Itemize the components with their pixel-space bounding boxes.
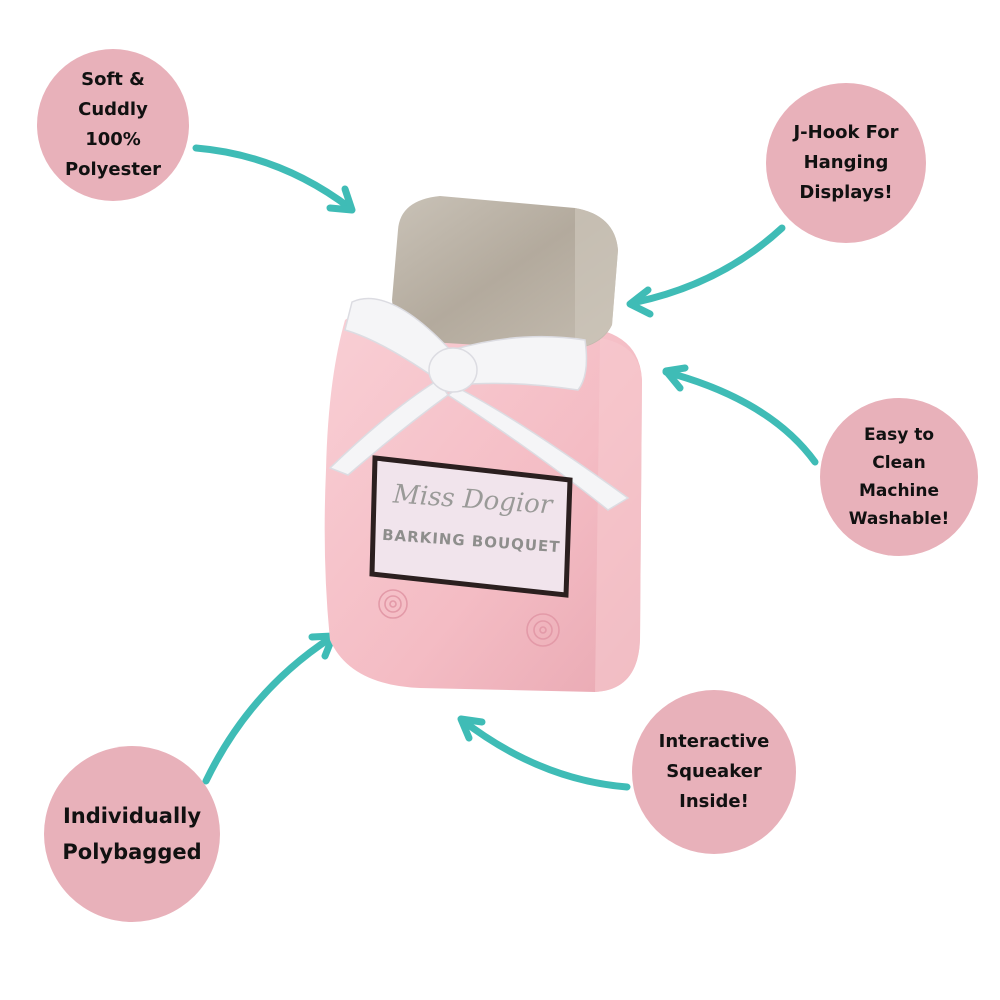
feature-text-polybagged: Individually Polybagged	[62, 804, 202, 864]
feature-text-soft: Soft & Cuddly 100% Polyester	[64, 69, 162, 180]
feature-bubble-polybagged: Individually Polybagged	[44, 746, 220, 922]
arrow-squeaker	[458, 716, 631, 791]
feature-bubble-soft: Soft & Cuddly 100% Polyester	[37, 49, 189, 201]
feature-bubble-washable: Easy to Clean Machine Washable!	[820, 398, 978, 556]
feature-text-squeaker: Interactive Squeaker Inside!	[658, 731, 770, 812]
arrow-jhook	[628, 224, 786, 307]
arrow-polybag	[202, 633, 336, 785]
arrow-soft	[192, 144, 354, 212]
rose-embroidery	[378, 589, 560, 647]
feature-text-washable: Easy to Clean Machine Washable!	[848, 425, 950, 529]
arrow-jhook-head	[626, 286, 654, 318]
feature-bubble-squeaker: Interactive Squeaker Inside!	[632, 690, 796, 854]
arrow-soft-head	[326, 185, 356, 214]
ribbon-bow	[328, 297, 630, 511]
feature-bubble-jhook: J-Hook For Hanging Displays!	[766, 83, 926, 243]
arrow-squeaker-head	[457, 715, 486, 742]
bottle-label	[369, 455, 573, 598]
arrow-wash	[662, 368, 819, 466]
bottle-cap	[392, 196, 618, 350]
feature-text-jhook: J-Hook For Hanging Displays!	[793, 122, 899, 203]
arrow-wash-head	[662, 364, 689, 392]
